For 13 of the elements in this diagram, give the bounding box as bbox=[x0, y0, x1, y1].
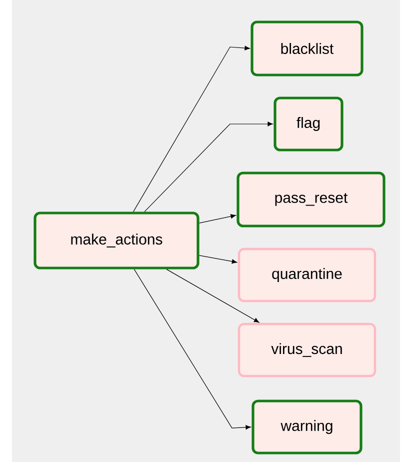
arrow bbox=[199, 255, 238, 264]
arrow bbox=[144, 122, 273, 212]
arrow bbox=[133, 46, 250, 212]
process-box: make_actions bbox=[34, 212, 200, 270]
process-box: warning bbox=[252, 400, 362, 454]
process-box: quarantine bbox=[238, 248, 376, 302]
process-box: flag bbox=[274, 96, 344, 152]
arrow bbox=[199, 214, 236, 224]
process-box: virus_scan bbox=[238, 322, 376, 378]
arrow bbox=[134, 269, 251, 430]
process-box: blacklist bbox=[250, 20, 364, 76]
process-box: pass_reset bbox=[236, 172, 386, 228]
arrow bbox=[166, 269, 260, 323]
